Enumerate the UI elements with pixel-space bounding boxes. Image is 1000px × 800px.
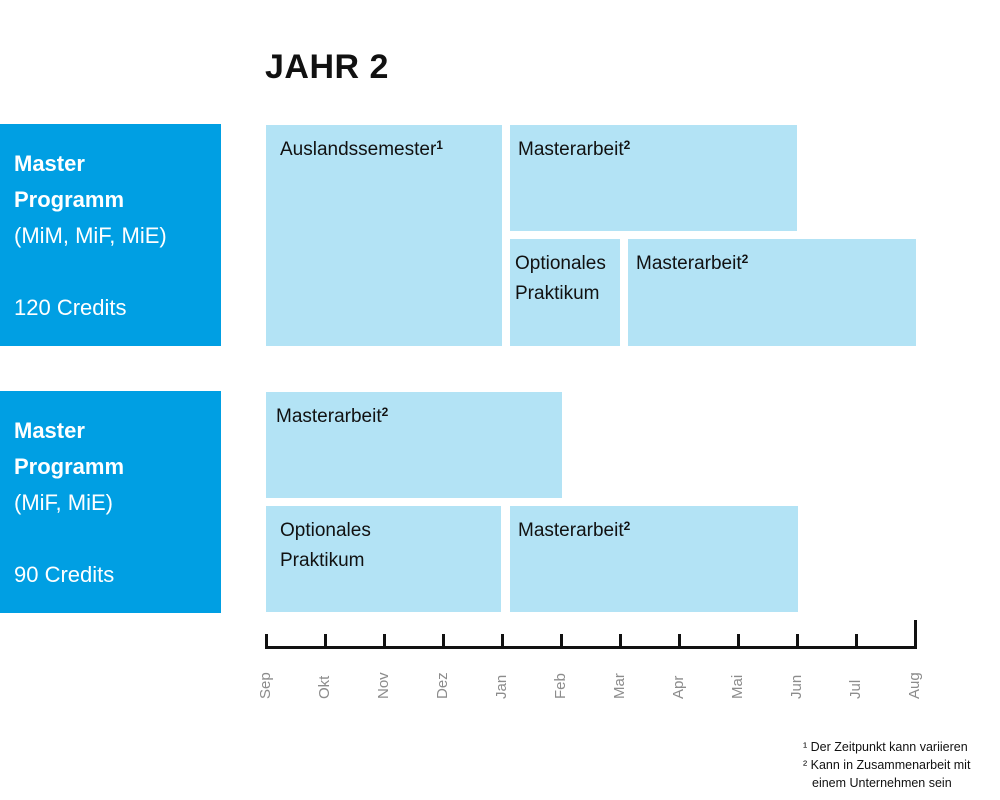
block-optionales-praktikum-a: Optionales Praktikum — [510, 239, 620, 346]
block-label: Masterarbeit — [518, 520, 624, 541]
block-masterarbeit-d: Masterarbeit2 — [510, 506, 798, 612]
block-label: Masterarbeit — [636, 253, 742, 274]
block-optionales-praktikum-b: Optionales Praktikum — [266, 506, 501, 612]
block-auslandssemester: Auslandssemester1 — [266, 125, 502, 346]
block-masterarbeit-a: Masterarbeit2 — [510, 125, 797, 231]
footnote-2: ² Kann in Zusammenarbeit mit — [803, 758, 971, 772]
axis-tick — [619, 634, 622, 648]
footnote-marker: 2 — [623, 519, 631, 533]
footnote-marker: 1 — [436, 138, 443, 152]
month-label-mai: Mai — [729, 674, 746, 699]
block-label-line1: Optionales — [515, 253, 606, 274]
footnote-1: ¹ Der Zeitpunkt kann variieren — [803, 740, 968, 754]
footnote-marker: 2 — [741, 252, 749, 266]
program-credits: 120 Credits — [14, 295, 127, 320]
block-masterarbeit-b: Masterarbeit2 — [628, 239, 916, 346]
footnotes: ¹ Der Zeitpunkt kann variieren ² Kann in… — [803, 738, 970, 792]
block-label-line2: Praktikum — [515, 283, 600, 304]
axis-tick — [678, 634, 681, 648]
footnote-marker: 2 — [381, 405, 389, 419]
footnote-marker: 2 — [623, 138, 631, 152]
block-label-line2: Praktikum — [280, 550, 365, 571]
block-label: Auslandssemester — [280, 139, 437, 160]
block-label-line1: Optionales — [280, 520, 371, 541]
block-label: Masterarbeit — [276, 406, 382, 427]
month-label-dez: Dez — [434, 672, 451, 699]
program-codes: (MiM, MiF, MiE) — [14, 223, 167, 248]
month-label-jun: Jun — [788, 674, 805, 699]
program-card-90-credits: Master Programm (MiF, MiE) 90 Credits — [0, 391, 221, 613]
month-label-aug: Aug — [906, 672, 923, 699]
month-label-mar: Mar — [611, 673, 628, 699]
program-name-line2: Programm — [14, 454, 125, 479]
footnote-2-continued: einem Unternehmen sein — [812, 776, 952, 790]
block-label: Masterarbeit — [518, 139, 624, 160]
axis-tick — [796, 634, 799, 648]
month-label-jul: Jul — [847, 679, 864, 699]
month-label-sep: Sep — [257, 672, 274, 699]
block-masterarbeit-c: Masterarbeit2 — [266, 392, 562, 498]
axis-tick — [265, 634, 268, 648]
axis-tick — [501, 634, 504, 648]
program-credits: 90 Credits — [14, 562, 115, 587]
axis-tick — [737, 634, 740, 648]
timeline-axis — [265, 646, 917, 649]
program-codes: (MiF, MiE) — [14, 490, 113, 515]
axis-end-tick — [914, 620, 917, 648]
month-label-feb: Feb — [552, 673, 569, 699]
program-name-line2: Programm — [14, 187, 125, 212]
program-card-120-credits: Master Programm (MiM, MiF, MiE) 120 Cred… — [0, 124, 221, 346]
month-label-nov: Nov — [375, 672, 392, 699]
axis-tick — [324, 634, 327, 648]
program-name-line1: Master — [14, 418, 85, 443]
month-label-jan: Jan — [493, 674, 510, 699]
page-title: JAHR 2 — [265, 48, 389, 86]
axis-tick — [855, 634, 858, 648]
axis-tick — [442, 634, 445, 648]
program-name-line1: Master — [14, 151, 85, 176]
axis-tick — [560, 634, 563, 648]
axis-tick — [383, 634, 386, 648]
month-label-okt: Okt — [316, 675, 333, 699]
month-label-apr: Apr — [670, 675, 687, 699]
